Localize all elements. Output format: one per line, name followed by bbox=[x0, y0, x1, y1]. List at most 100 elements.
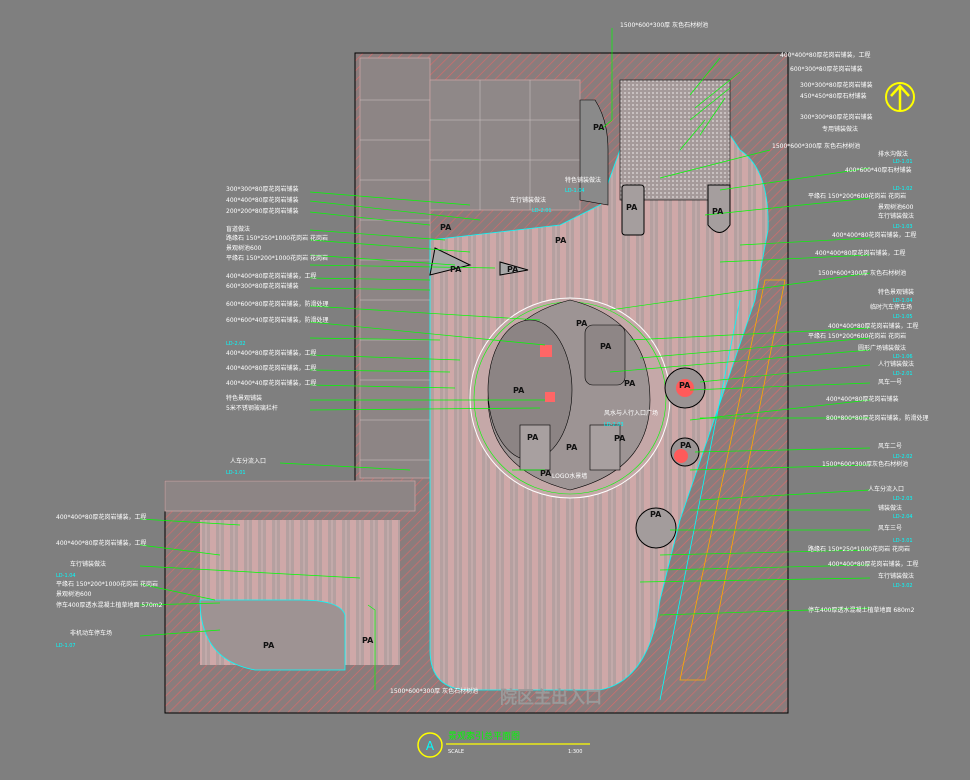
label: 车行铺装做法 bbox=[878, 572, 914, 580]
label: 景观树池600 bbox=[226, 244, 262, 252]
ref-tag: LD-3.01 bbox=[893, 538, 913, 544]
label: 400*400*80厚花岗岩铺装 bbox=[226, 196, 299, 204]
label: 400*400*80厚花岗岩铺装 bbox=[826, 395, 899, 403]
ref-tag: LD-3.02 bbox=[893, 583, 913, 589]
pa-tag: PA bbox=[440, 223, 452, 232]
ref-tag: LD-2.03 bbox=[893, 496, 913, 502]
pa-tag: PA bbox=[712, 207, 724, 216]
ref-tag: LD-1.05 bbox=[893, 314, 913, 320]
label: 5米不锈钢玻璃栏杆 bbox=[226, 404, 278, 412]
circular-plaza bbox=[469, 297, 671, 499]
leader-lines bbox=[139, 28, 871, 690]
label: 景观树池600 bbox=[56, 590, 92, 598]
label: 400*400*80厚花岗岩铺装，工程 bbox=[56, 539, 147, 547]
label: 1500*600*300厚 灰色石材树池 bbox=[620, 21, 708, 29]
label: 1500*600*300厚 灰色石材树池 bbox=[772, 142, 860, 150]
label: 平缘石 150*200*1000花岗岩 花岗岩 bbox=[56, 580, 158, 588]
building-block bbox=[164, 57, 581, 512]
label: 600*300*80厚花岗岩铺装 bbox=[790, 65, 863, 73]
labels-left: 300*300*80厚花岗岩铺装 400*400*80厚花岗岩铺装 200*20… bbox=[56, 176, 658, 695]
ref-tag: LD-1.04 bbox=[893, 298, 913, 304]
label: 车行铺装做法 bbox=[510, 196, 546, 204]
label: 300*300*80厚花岗岩铺装 bbox=[226, 185, 299, 193]
scale-value: 1:300 bbox=[568, 749, 582, 755]
label: 车行铺装做法 bbox=[70, 560, 106, 568]
label: 特色铺装做法 bbox=[565, 176, 601, 184]
ref-tag: LD-2.02 bbox=[226, 341, 246, 347]
label: 400*400*80厚花岗岩铺装，工程 bbox=[815, 249, 906, 257]
label: 200*200*80厚花岗岩铺装 bbox=[226, 207, 299, 215]
label: 特色景观铺装 bbox=[878, 288, 914, 296]
label: 车行铺装做法 bbox=[878, 212, 914, 220]
pa-tag: PA bbox=[566, 443, 578, 452]
label: 铺装做法 bbox=[878, 504, 902, 512]
pa-tag: PA bbox=[555, 236, 567, 245]
ref-tag: LD-1.02 bbox=[893, 186, 913, 192]
ref-tag: LD-2.02 bbox=[893, 454, 913, 460]
label: 风车一号 bbox=[878, 378, 902, 386]
label: 800*800*80厚花岗岩铺装，防滑处理 bbox=[826, 414, 929, 422]
drawing-title: 景观索引总平面图 bbox=[448, 730, 520, 742]
pa-tag: PA bbox=[626, 203, 638, 212]
label: LOGO水景墙 bbox=[552, 472, 587, 480]
pa-tag: PA bbox=[680, 441, 692, 450]
ref-tag: LD-1.04 bbox=[56, 573, 76, 579]
label: 人车分流入口 bbox=[868, 485, 904, 493]
label: 400*400*80厚花岗岩铺装，工程 bbox=[226, 364, 317, 372]
label: 圆形广场铺装做法 bbox=[858, 344, 906, 352]
labels-right: 1500*600*300厚 灰色石材树池 400*400*80厚花岗岩铺装，工程… bbox=[620, 21, 929, 614]
label: 300*300*80厚花岗岩铺装 bbox=[800, 113, 873, 121]
pa-tag: PA bbox=[263, 641, 275, 650]
label: 平缘石 150*200*1000花岗岩 花岗岩 bbox=[226, 254, 328, 262]
pa-tag: PA bbox=[593, 123, 605, 132]
ref-tag: LD-2.03 bbox=[604, 422, 624, 428]
pa-tag: PA bbox=[540, 469, 552, 478]
label: 风水与人行入口广场 bbox=[604, 409, 658, 417]
ref-tag: LD-2.01 bbox=[532, 208, 552, 214]
label: 1500*600*300厚 灰色石材树池 bbox=[818, 269, 906, 277]
label: 非机动车停车场 bbox=[70, 629, 112, 637]
label: 人车分流入口 bbox=[230, 457, 266, 465]
label: 平缘石 150*200*600花岗岩 花岗岩 bbox=[808, 332, 906, 340]
label: 400*400*80花岗岩铺装，工程 bbox=[832, 231, 917, 239]
reference-tags: LD-1.01 LD-1.02 LD-1.03 LD-1.04 LD-1.05 … bbox=[56, 159, 913, 649]
label: 停车400厚透水混凝土植草地面 570m2 bbox=[56, 601, 163, 609]
label: 专用铺装做法 bbox=[822, 125, 858, 133]
pa-tag: PA bbox=[576, 319, 588, 328]
pa-tag: PA bbox=[614, 434, 626, 443]
label: 1500*600*300厚灰色石材树池 bbox=[822, 460, 908, 468]
ref-tag: LD-1.06 bbox=[893, 354, 913, 360]
ref-tag: LD-2.01 bbox=[893, 371, 913, 377]
label: 排水沟做法 bbox=[878, 150, 908, 158]
label: 风车二号 bbox=[878, 442, 902, 450]
windmill-circles bbox=[635, 367, 706, 549]
main-entrance-label: 院区主出入口 bbox=[500, 687, 602, 708]
pa-tags: PA PA PA PA PA PA PA PA PA PA PA PA PA P… bbox=[263, 123, 724, 650]
label: 400*600*40厚石材铺装 bbox=[845, 166, 912, 174]
pa-tag: PA bbox=[362, 636, 374, 645]
label: 450*450*80厚石材铺装 bbox=[800, 92, 867, 100]
label: 路缘石 150*250*1000花岗岩 花岗岩 bbox=[226, 234, 328, 242]
label: 300*300*80厚花岗岩铺装 bbox=[800, 81, 873, 89]
pa-tag: PA bbox=[507, 265, 519, 274]
label: 600*300*80厚花岗岩铺装 bbox=[226, 282, 299, 290]
title-block: A 景观索引总平面图 SCALE 1:300 bbox=[417, 730, 590, 758]
label: 400*400*80厚花岗岩铺装，工程 bbox=[828, 560, 919, 568]
label: 临时汽车停车场 bbox=[870, 303, 912, 311]
label: 600*600*80厚花岗岩铺装，防滑处理 bbox=[226, 300, 329, 308]
ref-tag: LD-2.04 bbox=[893, 514, 913, 520]
label: 特色景观铺装 bbox=[226, 394, 262, 402]
ref-tag: LD-1.01 bbox=[226, 470, 246, 476]
pa-tag: PA bbox=[679, 381, 691, 390]
label: 400*400*80厚花岗岩铺装，工程 bbox=[780, 51, 871, 59]
label: 1500*600*300厚 灰色石材树池 bbox=[390, 687, 478, 695]
label: 景观树池600 bbox=[878, 203, 914, 211]
pa-tag: PA bbox=[650, 510, 662, 519]
label: 路缘石 150*250*1000花岗岩 花岗岩 bbox=[808, 545, 910, 553]
label: 400*400*80厚花岗岩铺装，工程 bbox=[226, 272, 317, 280]
label: 400*400*80厚花岗岩铺装，工程 bbox=[226, 349, 317, 357]
pa-tag: PA bbox=[624, 379, 636, 388]
pa-tag: PA bbox=[450, 265, 462, 274]
